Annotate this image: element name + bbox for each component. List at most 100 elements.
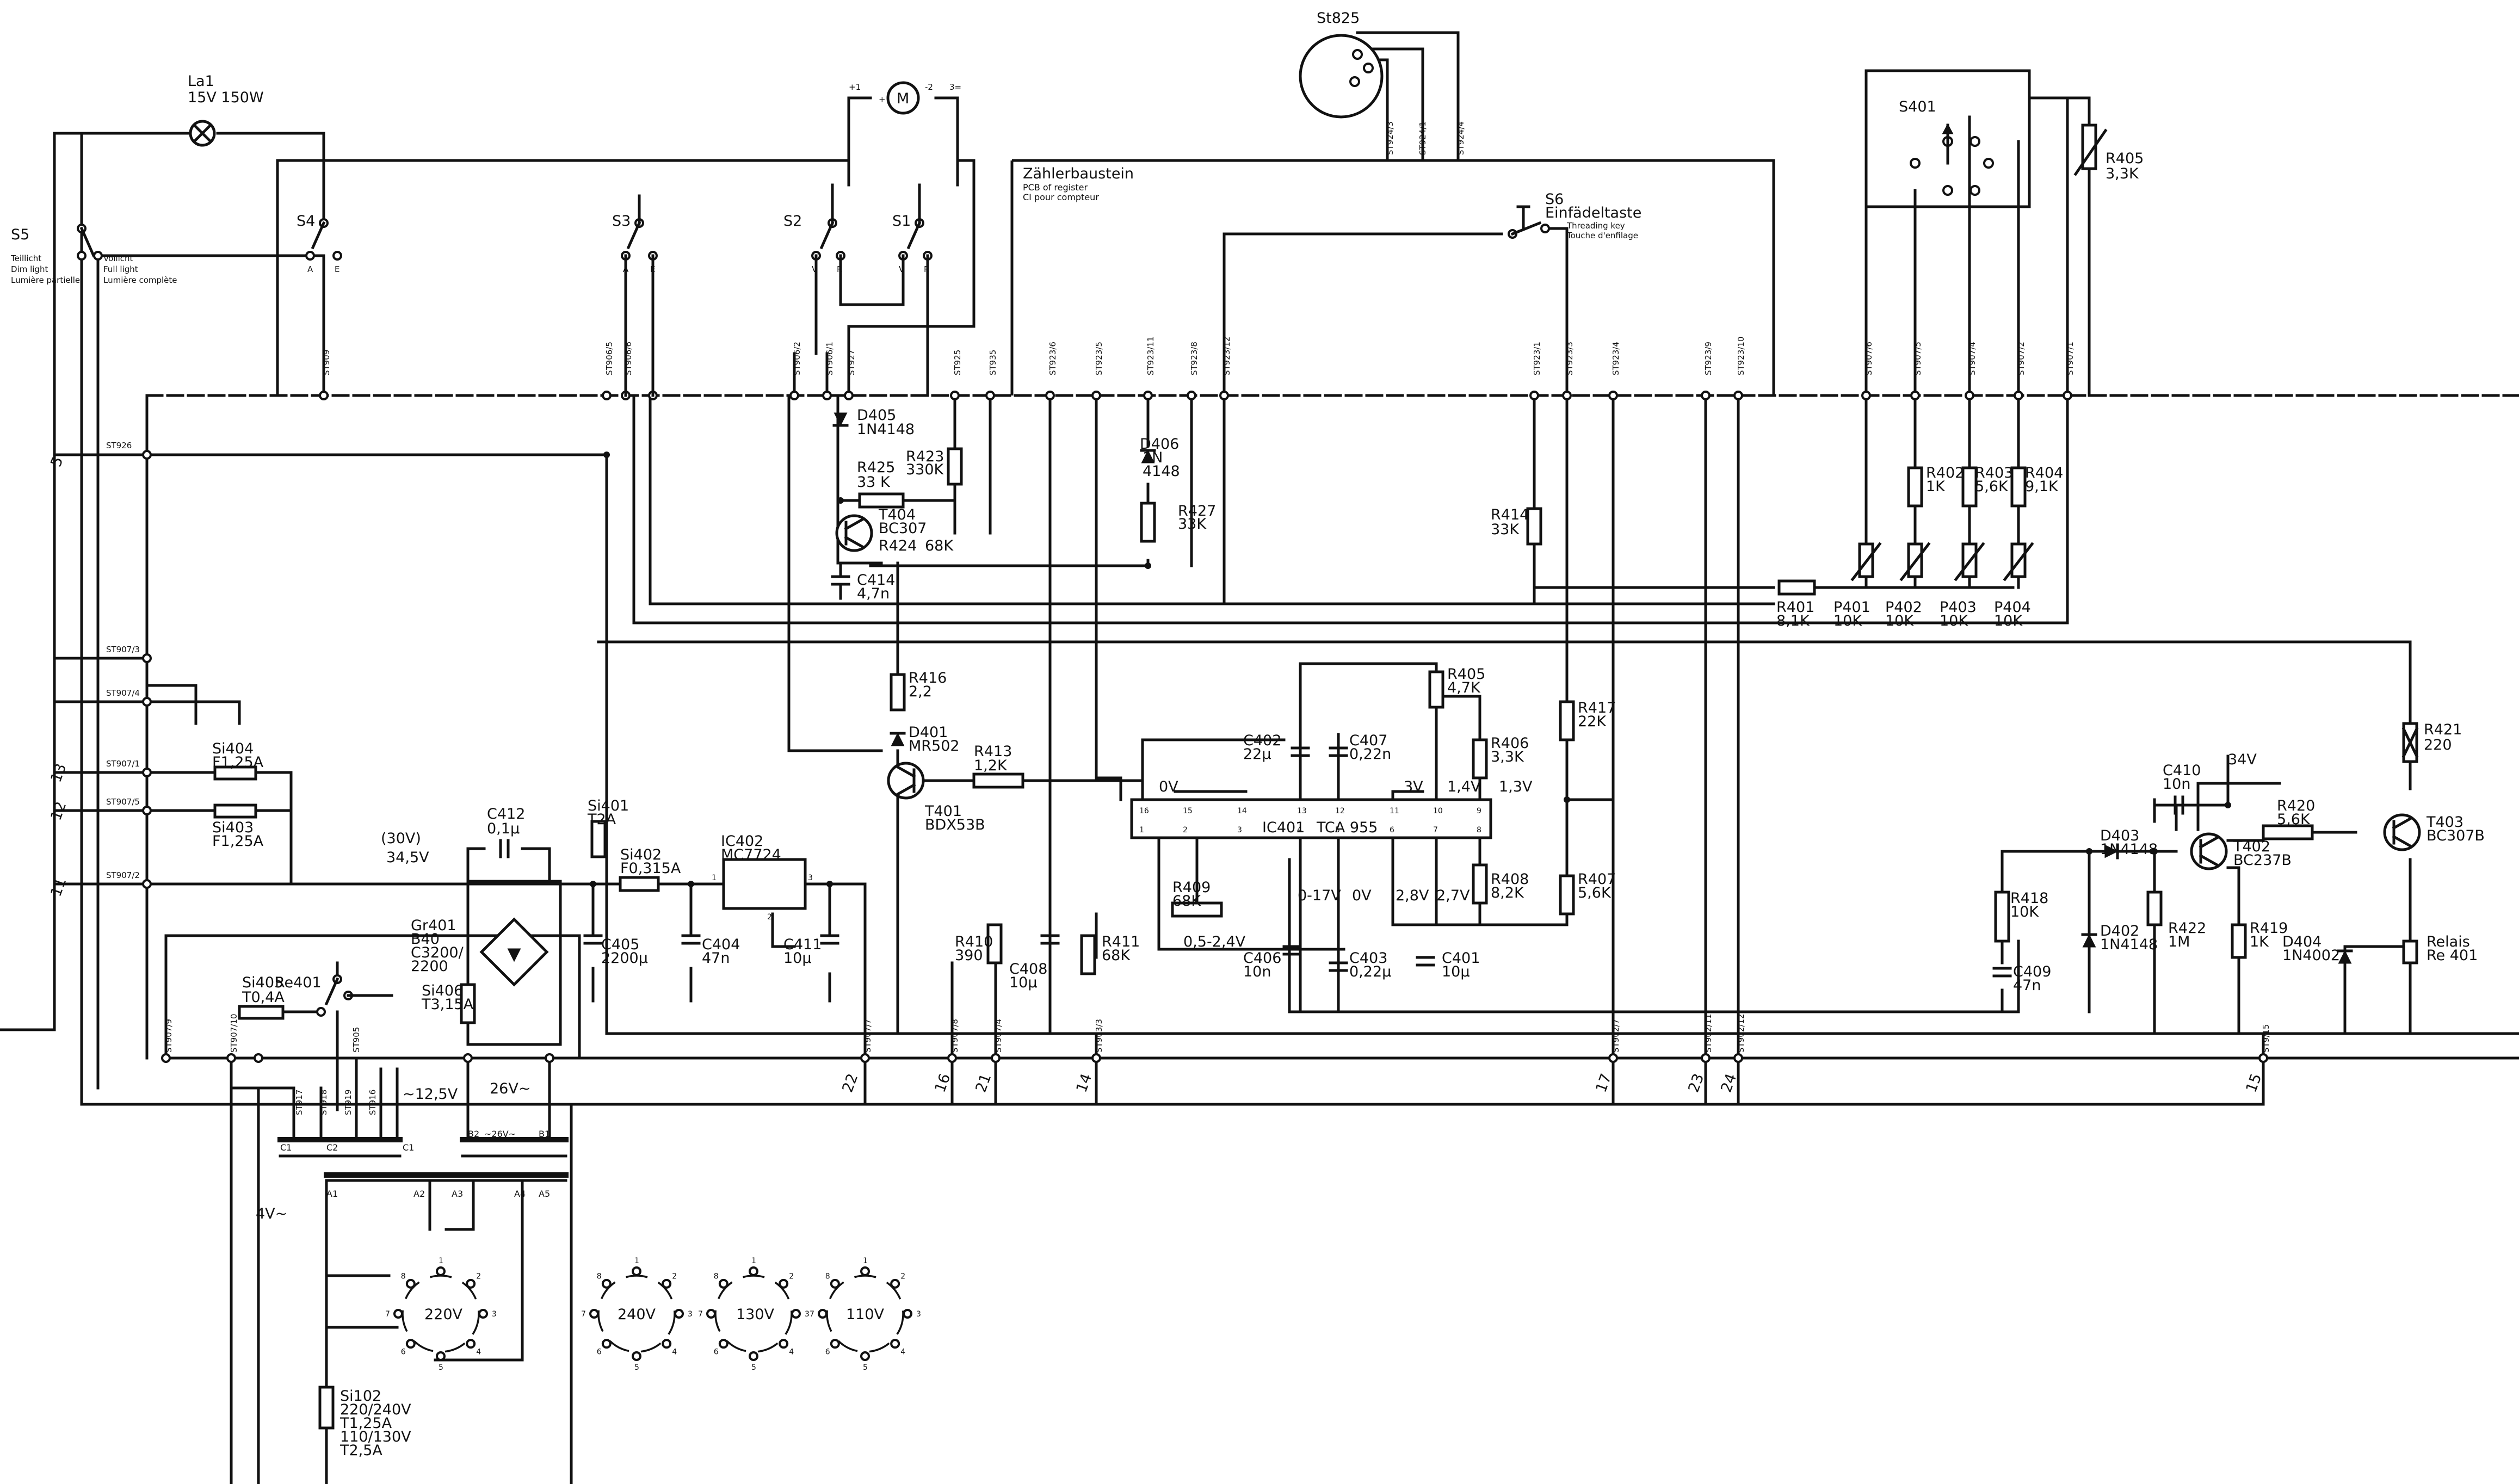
d404-val: 1N4002 bbox=[2282, 947, 2340, 964]
si402-val: F0,315A bbox=[620, 860, 681, 877]
c406-ref: C406 bbox=[1243, 950, 1281, 967]
t402-ref: T402 bbox=[2233, 838, 2270, 855]
switch-s6: S6 Einfädeltaste Threading key Touche d'… bbox=[1508, 191, 1641, 240]
connector-label-left: ST907/4 bbox=[106, 688, 140, 698]
tap-a1: A1 bbox=[326, 1189, 338, 1199]
r419-ref: R419 bbox=[2250, 920, 2288, 937]
selector-pin-number: 2 bbox=[672, 1272, 677, 1281]
c401-ref: C401 bbox=[1442, 950, 1480, 967]
s6-fr: Touche d'enfilage bbox=[1566, 231, 1638, 240]
s3-contact-a: A bbox=[623, 264, 629, 274]
c407-ref: C407 bbox=[1349, 732, 1387, 749]
ic401-pin-top: 15 bbox=[1183, 807, 1193, 815]
bus-node bbox=[319, 391, 329, 400]
selector-contact bbox=[890, 1339, 900, 1349]
si403-ref: Si403 bbox=[212, 819, 254, 836]
terminal-node bbox=[947, 1053, 957, 1063]
selector-pin-number: 6 bbox=[825, 1347, 830, 1356]
r405a-val: 3,3K bbox=[2106, 165, 2139, 182]
p404-val: 10K bbox=[1994, 613, 2023, 629]
st825-pin-label: ST924/4 bbox=[1456, 121, 1466, 155]
bus-node bbox=[1562, 391, 1572, 400]
p403-ref: P403 bbox=[1940, 599, 1977, 616]
p402-ref: P402 bbox=[1885, 599, 1922, 616]
s5-label-4: Full light bbox=[103, 264, 138, 274]
resistors: R405 3,3K R423 330K R425 33 K R427 33K R… bbox=[857, 123, 2462, 975]
selector-pin-number: 3 bbox=[492, 1310, 497, 1319]
r411-val: 68K bbox=[1102, 947, 1131, 964]
selector-contact bbox=[860, 1266, 870, 1276]
r406-val: 3,3K bbox=[1491, 749, 1524, 765]
ic402-pin1: 1 bbox=[712, 874, 717, 882]
connector-label-upper: ST907/4 bbox=[1967, 342, 1977, 375]
r401-val: 8,1K bbox=[1776, 613, 1810, 629]
terminal-number-left: 13 bbox=[47, 762, 70, 785]
p401-val: 10K bbox=[1833, 613, 1862, 629]
s5-label-0: Teillicht bbox=[10, 253, 41, 263]
connector-label-upper: ST909 bbox=[322, 350, 331, 375]
r401-ref: R401 bbox=[1776, 599, 1814, 616]
fuses: Si401 T2A Si402 F0,315A Si404 F1,25A Si4… bbox=[212, 740, 681, 1459]
selector-contact bbox=[674, 1309, 684, 1319]
p404-ref: P404 bbox=[1994, 599, 2031, 616]
ic402-pin3: 3 bbox=[808, 874, 813, 882]
r418-val: 10K bbox=[2010, 904, 2039, 920]
r402-val: 1K bbox=[1926, 478, 1946, 495]
junction-dot bbox=[1564, 796, 1570, 803]
selector-contact bbox=[818, 1309, 828, 1319]
selector-130v: 130V bbox=[736, 1306, 775, 1323]
connector-label-lower: ST902/12 bbox=[1736, 1014, 1746, 1053]
d405-val: 1N4148 bbox=[857, 421, 915, 438]
r419-val: 1K bbox=[2250, 933, 2269, 950]
ic401-pin-top: 9 bbox=[1477, 807, 1481, 815]
selector-pin-number: 2 bbox=[789, 1272, 794, 1281]
terminal-node bbox=[860, 1053, 870, 1063]
r404-val: 9,1K bbox=[2025, 478, 2059, 495]
s4-contact-a: A bbox=[307, 264, 313, 274]
selector-contact bbox=[860, 1351, 870, 1361]
r425-ref: R425 bbox=[857, 459, 895, 476]
volt-13v: 1,3V bbox=[1499, 778, 1533, 795]
r414-ref: R414 bbox=[1491, 506, 1529, 523]
si403-val: F1,25A bbox=[212, 833, 264, 850]
volt-017v: 0-17V bbox=[1298, 887, 1341, 904]
volt-27v: 2,7V bbox=[1436, 887, 1470, 904]
switch-s1: S1 V R bbox=[839, 183, 933, 397]
ic402-pin2: 2 bbox=[767, 913, 772, 922]
connector-label-left: ST907/2 bbox=[106, 870, 140, 880]
c401-val: 10µ bbox=[1442, 963, 1470, 980]
terminal-node bbox=[463, 1053, 473, 1063]
st825-pin-label: ST924/1 bbox=[1418, 121, 1428, 155]
connector-label-upper: ST923/3 bbox=[1565, 342, 1575, 375]
volt-0524v: 0,5-2,4V bbox=[1183, 933, 1246, 950]
c405-ref: C405 bbox=[601, 936, 639, 953]
terminal-node bbox=[991, 1053, 1001, 1063]
bus-node bbox=[1861, 391, 1871, 400]
transformer-sec-pin: ST917 bbox=[294, 1090, 304, 1115]
r408-val: 8,2K bbox=[1491, 885, 1524, 901]
connector-label-lower: ST903/3 bbox=[1094, 1019, 1104, 1053]
voltage-labels: 0V 3V 1,4V 1,3V 0-17V 0V 2,8V 2,7V 0,5-2… bbox=[256, 751, 2257, 1222]
r427-ref: R427 bbox=[1178, 503, 1216, 520]
si405-ref: Si405 bbox=[242, 974, 283, 991]
ic401-pin-top: 10 bbox=[1433, 807, 1443, 815]
r424-ref: R424 bbox=[879, 537, 917, 554]
counter-module-fr: CI pour compteur bbox=[1023, 192, 1099, 202]
selector-pin-number: 5 bbox=[439, 1363, 443, 1372]
p403-val: 10K bbox=[1940, 613, 1968, 629]
bus-node bbox=[602, 391, 612, 400]
connector-label-upper: ST906/2 bbox=[792, 342, 802, 375]
selector-pin-number: 8 bbox=[825, 1272, 830, 1281]
si102-val4: T2,5A bbox=[339, 1442, 382, 1459]
motor-symbol: M bbox=[897, 90, 909, 107]
selector-contact bbox=[589, 1309, 599, 1319]
r418-ref: R418 bbox=[2010, 890, 2048, 907]
c409-ref: C409 bbox=[2013, 963, 2051, 980]
diodes: D405 1N4148 D406 1N 4148 D401 MR502 D403… bbox=[832, 407, 2353, 1013]
terminal-number-left: 11 bbox=[47, 876, 70, 899]
selector-contact bbox=[791, 1309, 801, 1319]
ic402: IC402 MC7724 1 2 3 bbox=[712, 833, 813, 922]
ic401-ref: IC401 bbox=[1262, 819, 1305, 836]
volt-0v: 0V bbox=[1159, 778, 1178, 795]
d402-val: 1N4148 bbox=[2100, 936, 2158, 953]
